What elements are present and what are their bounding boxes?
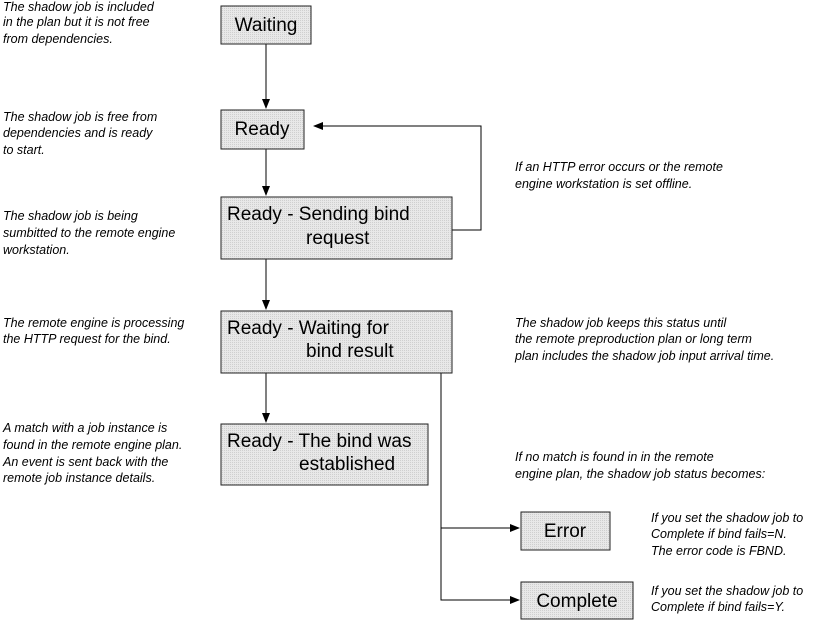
note-sending: The shadow job is being sumbitted to the… — [3, 209, 179, 257]
state-box — [520, 511, 611, 551]
note-waiting-result: The remote engine is processing the HTTP… — [3, 316, 188, 346]
note-complete: If you set the shadow job to Complete if… — [651, 584, 807, 614]
state-box — [220, 310, 453, 374]
arrow-to-error — [440, 373, 520, 532]
state-label: Error — [544, 521, 587, 542]
note-http-error: If an HTTP error occurs or the remote en… — [515, 160, 726, 191]
state-box — [520, 581, 634, 620]
arrow-sending-back-to-ready — [313, 122, 482, 231]
state-box — [220, 423, 429, 486]
state-label: Waiting — [235, 15, 298, 36]
note-no-match: If no match is found in in the remote en… — [515, 450, 765, 481]
state-bind-established: Ready - The bind was established — [220, 423, 429, 486]
state-complete: Complete — [520, 581, 634, 620]
state-label: Ready — [235, 119, 290, 140]
state-label: Ready - Waiting for bind result — [227, 318, 394, 362]
state-label: Ready - Sending bind request — [227, 204, 415, 249]
arrow-to-complete — [440, 528, 520, 604]
state-box — [220, 109, 305, 150]
state-error: Error — [520, 511, 611, 551]
note-error: If you set the shadow job to Complete if… — [651, 511, 807, 558]
state-waiting: Waiting — [220, 5, 312, 45]
state-label: Complete — [536, 591, 617, 612]
state-sending-bind-request: Ready - Sending bind request — [220, 196, 453, 260]
note-established: A match with a job instance is found in … — [2, 421, 186, 485]
note-ready: The shadow job is free from dependencies… — [3, 110, 161, 157]
state-ready: Ready — [220, 109, 305, 150]
connectors — [262, 44, 520, 604]
note-waiting: The shadow job is included in the plan b… — [3, 0, 157, 46]
state-waiting-for-bind-result: Ready - Waiting for bind result — [220, 310, 453, 374]
state-label: Ready - The bind was established — [227, 431, 417, 475]
state-box — [220, 5, 312, 45]
note-keeps-status: The shadow job keeps this status until t… — [514, 316, 774, 363]
state-box — [220, 196, 453, 260]
